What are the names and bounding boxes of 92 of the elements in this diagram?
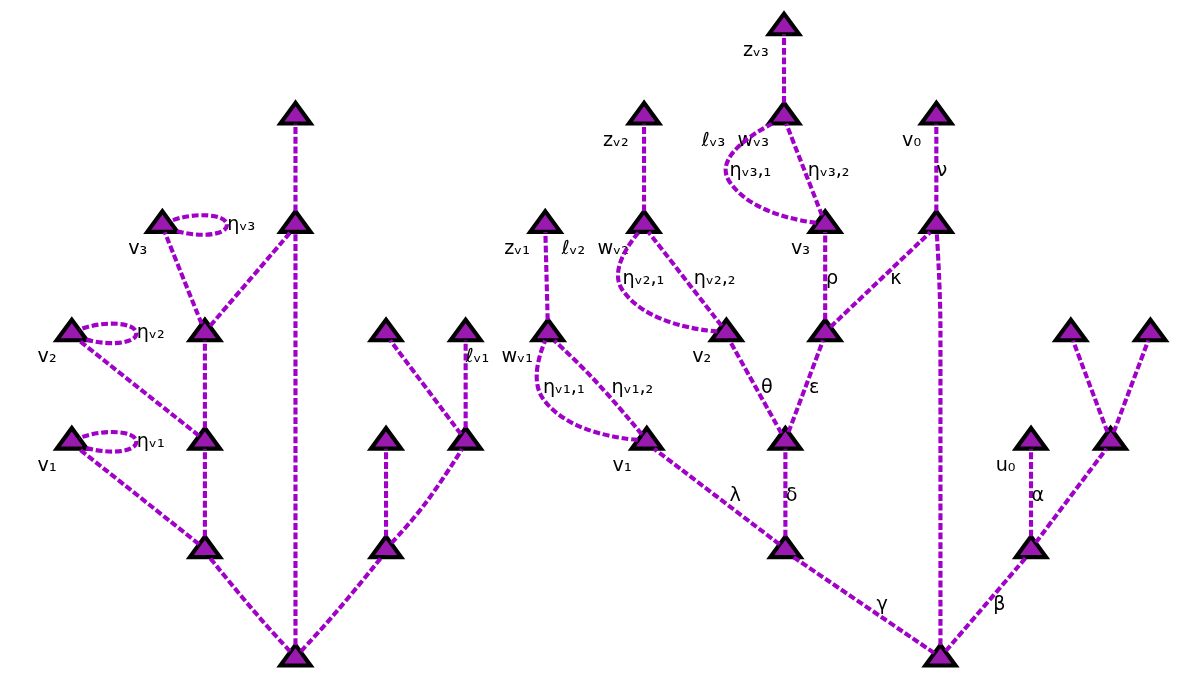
connector — [389, 448, 464, 545]
edge-label: θ — [760, 374, 773, 398]
connector — [723, 121, 817, 225]
node-triangle — [525, 207, 564, 234]
edge-label: ηᵥ₁,₁ — [542, 374, 585, 398]
connector — [534, 339, 638, 442]
connector — [934, 231, 942, 645]
node-label: v₁ — [37, 452, 57, 476]
edge-label: ηᵥ₃ — [226, 212, 255, 236]
edge-label: ηᵥ₁,₂ — [611, 374, 653, 398]
connector — [383, 448, 388, 537]
node-triangle — [52, 424, 91, 451]
connector — [78, 430, 138, 454]
edge-label: ηᵥ₂ — [136, 320, 165, 344]
node-label: v₂ — [691, 344, 711, 368]
connector — [828, 230, 932, 329]
edge-label: ηᵥ₂,₂ — [693, 266, 736, 290]
node-triangle — [1130, 316, 1170, 343]
connector — [943, 555, 1028, 653]
connector — [292, 232, 298, 645]
node-label: v₁ — [612, 452, 632, 476]
node-triangle — [1011, 424, 1050, 451]
connector — [1111, 339, 1150, 433]
connector — [615, 230, 718, 334]
node-triangle — [366, 533, 405, 560]
connector — [552, 339, 643, 436]
connector — [463, 340, 468, 428]
connector — [388, 339, 463, 436]
node-triangle — [446, 316, 485, 343]
node-triangle — [446, 424, 485, 451]
node-triangle — [764, 10, 803, 37]
edge-label: κ — [889, 266, 902, 290]
edge-label: ηᵥ₂,₁ — [622, 266, 664, 290]
node-triangle — [1051, 316, 1090, 343]
connector — [783, 123, 824, 217]
node-triangle — [805, 207, 844, 234]
edge-label: λ — [729, 483, 741, 507]
node-label: v₃ — [790, 236, 810, 260]
connector — [792, 555, 935, 655]
connector — [1070, 339, 1109, 433]
node-triangle — [624, 99, 663, 126]
edge-label: ν — [935, 157, 947, 181]
connector — [646, 230, 723, 327]
connector — [299, 556, 383, 653]
edge-label: ηᵥ₃,₂ — [807, 157, 849, 181]
connector — [77, 339, 200, 438]
node-triangle — [1011, 533, 1050, 560]
node-label: zᵥ₁ — [503, 236, 530, 260]
node-label: ℓᵥ₁ wᵥ₁ — [465, 344, 533, 368]
connector — [542, 232, 550, 320]
node-triangle — [366, 424, 405, 451]
connector — [77, 447, 200, 546]
connector — [782, 448, 787, 537]
node-triangle — [706, 316, 746, 343]
connector — [208, 230, 292, 328]
node-triangle — [805, 316, 844, 343]
node-triangle — [185, 533, 224, 560]
edge-label: ε — [808, 374, 819, 398]
connector — [727, 339, 783, 435]
connector — [162, 231, 203, 325]
edge-label: ηᵥ₃,₁ — [729, 157, 771, 181]
node-triangle — [765, 424, 805, 451]
node-label: u₀ — [995, 452, 1016, 476]
connector — [207, 556, 291, 653]
node-label: zᵥ₂ — [602, 127, 629, 151]
edge-label: ηᵥ₁ — [136, 428, 165, 452]
edge-label: δ — [785, 483, 797, 507]
edge-label: α — [1031, 483, 1044, 507]
connector — [781, 34, 786, 103]
connector — [202, 340, 207, 428]
connector — [1028, 448, 1033, 537]
node-label: v₃ — [127, 236, 147, 260]
connector — [786, 339, 825, 433]
connector — [78, 321, 138, 346]
connector — [202, 448, 207, 537]
node-triangle — [627, 424, 666, 451]
node-triangle — [275, 99, 315, 126]
node-triangle — [185, 316, 224, 343]
connector — [1033, 447, 1108, 544]
node-label: v₀ — [901, 127, 921, 151]
connector — [822, 232, 827, 320]
edge-label: β — [992, 591, 1006, 615]
node-triangle — [765, 533, 805, 560]
node-label: zᵥ₃ — [742, 38, 769, 62]
node-label: v₂ — [37, 344, 57, 368]
node-triangle — [1090, 424, 1130, 451]
connector — [168, 213, 229, 237]
node-triangle — [916, 99, 955, 126]
edge-label: γ — [875, 591, 888, 615]
connector — [652, 447, 781, 546]
edge-label: ρ — [825, 266, 838, 290]
node-triangle — [366, 316, 405, 343]
